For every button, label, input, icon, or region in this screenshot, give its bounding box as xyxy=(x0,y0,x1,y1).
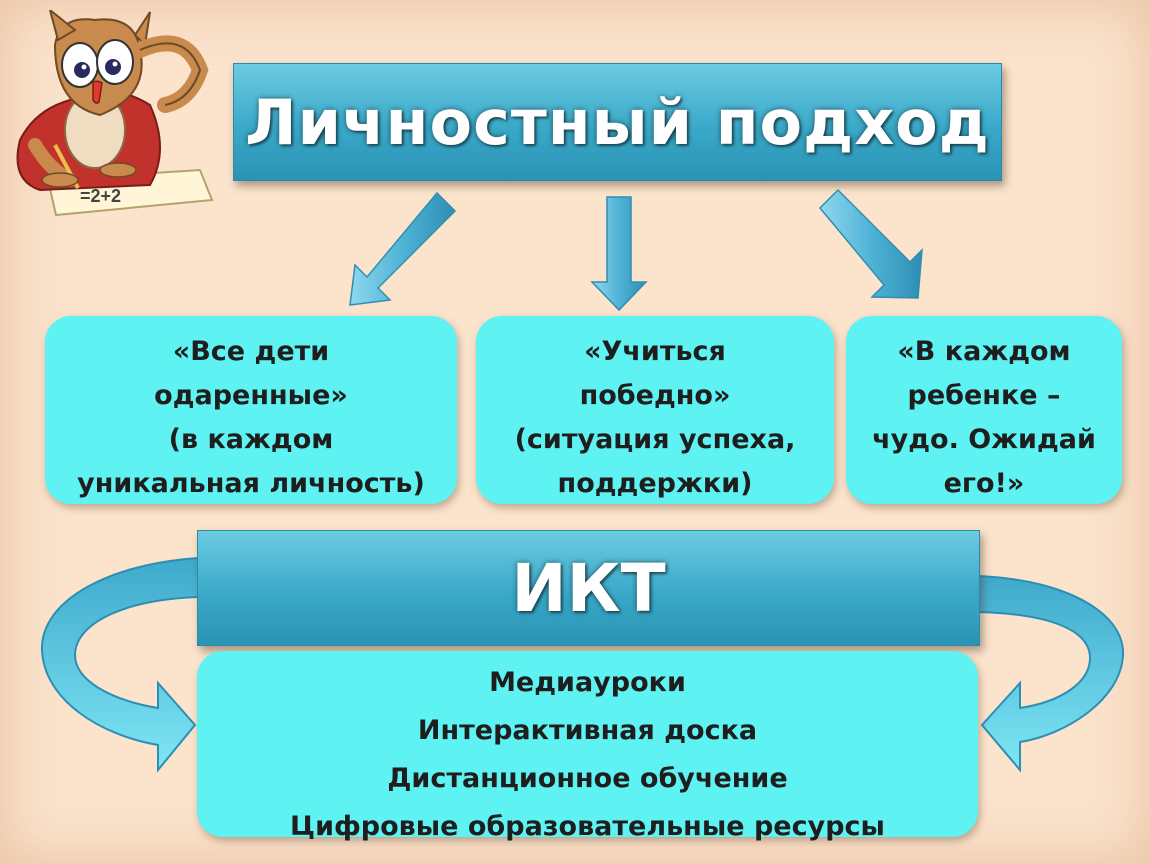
page-title: Личностный подход xyxy=(245,85,990,159)
principle-card-miracle: «В каждом ребенке – чудо. Ожидай его!» xyxy=(846,316,1122,504)
card-line: (в каждом xyxy=(168,424,334,455)
card-line: одаренные» xyxy=(154,380,348,411)
ikt-list-item: Цифровые образовательные ресурсы xyxy=(290,811,885,842)
ikt-list-card: Медиауроки Интерактивная доска Дистанцио… xyxy=(197,651,978,842)
ikt-title: ИКТ xyxy=(511,549,666,627)
card-line: «Все дети xyxy=(172,336,330,367)
curved-arrow-left-icon xyxy=(40,556,199,773)
curved-arrow-right-icon xyxy=(977,574,1125,773)
arrow-down-right-icon xyxy=(818,188,923,299)
principle-card-success: «Учиться победно» (ситуация успеха, подд… xyxy=(476,316,834,504)
arrow-down-icon xyxy=(590,196,648,312)
ikt-list-item: Медиауроки xyxy=(489,667,686,698)
card-line: (ситуация успеха, xyxy=(514,424,796,455)
card-line: победно» xyxy=(579,380,731,411)
owl-illustration: =2+2 xyxy=(16,10,214,217)
card-line: его!» xyxy=(943,468,1025,499)
card-line: поддержки) xyxy=(557,468,753,499)
title-banner: Личностный подход xyxy=(233,63,1002,181)
card-line: чудо. Ожидай xyxy=(872,424,1096,455)
ikt-list-item: Интерактивная доска xyxy=(417,715,758,746)
card-line: уникальная личность) xyxy=(77,468,425,499)
ikt-list-item: Дистанционное обучение xyxy=(387,763,788,794)
principle-card-gifted: «Все дети одаренные» (в каждом уникальна… xyxy=(45,316,457,504)
card-line: «Учиться xyxy=(584,336,726,367)
card-line: «В каждом xyxy=(897,336,1071,367)
svg-text:=2+2: =2+2 xyxy=(80,186,121,206)
ikt-banner: ИКТ xyxy=(197,530,980,646)
arrow-down-left-icon xyxy=(349,191,457,306)
title-arrows xyxy=(349,188,923,312)
card-line: ребенке – xyxy=(907,380,1061,411)
